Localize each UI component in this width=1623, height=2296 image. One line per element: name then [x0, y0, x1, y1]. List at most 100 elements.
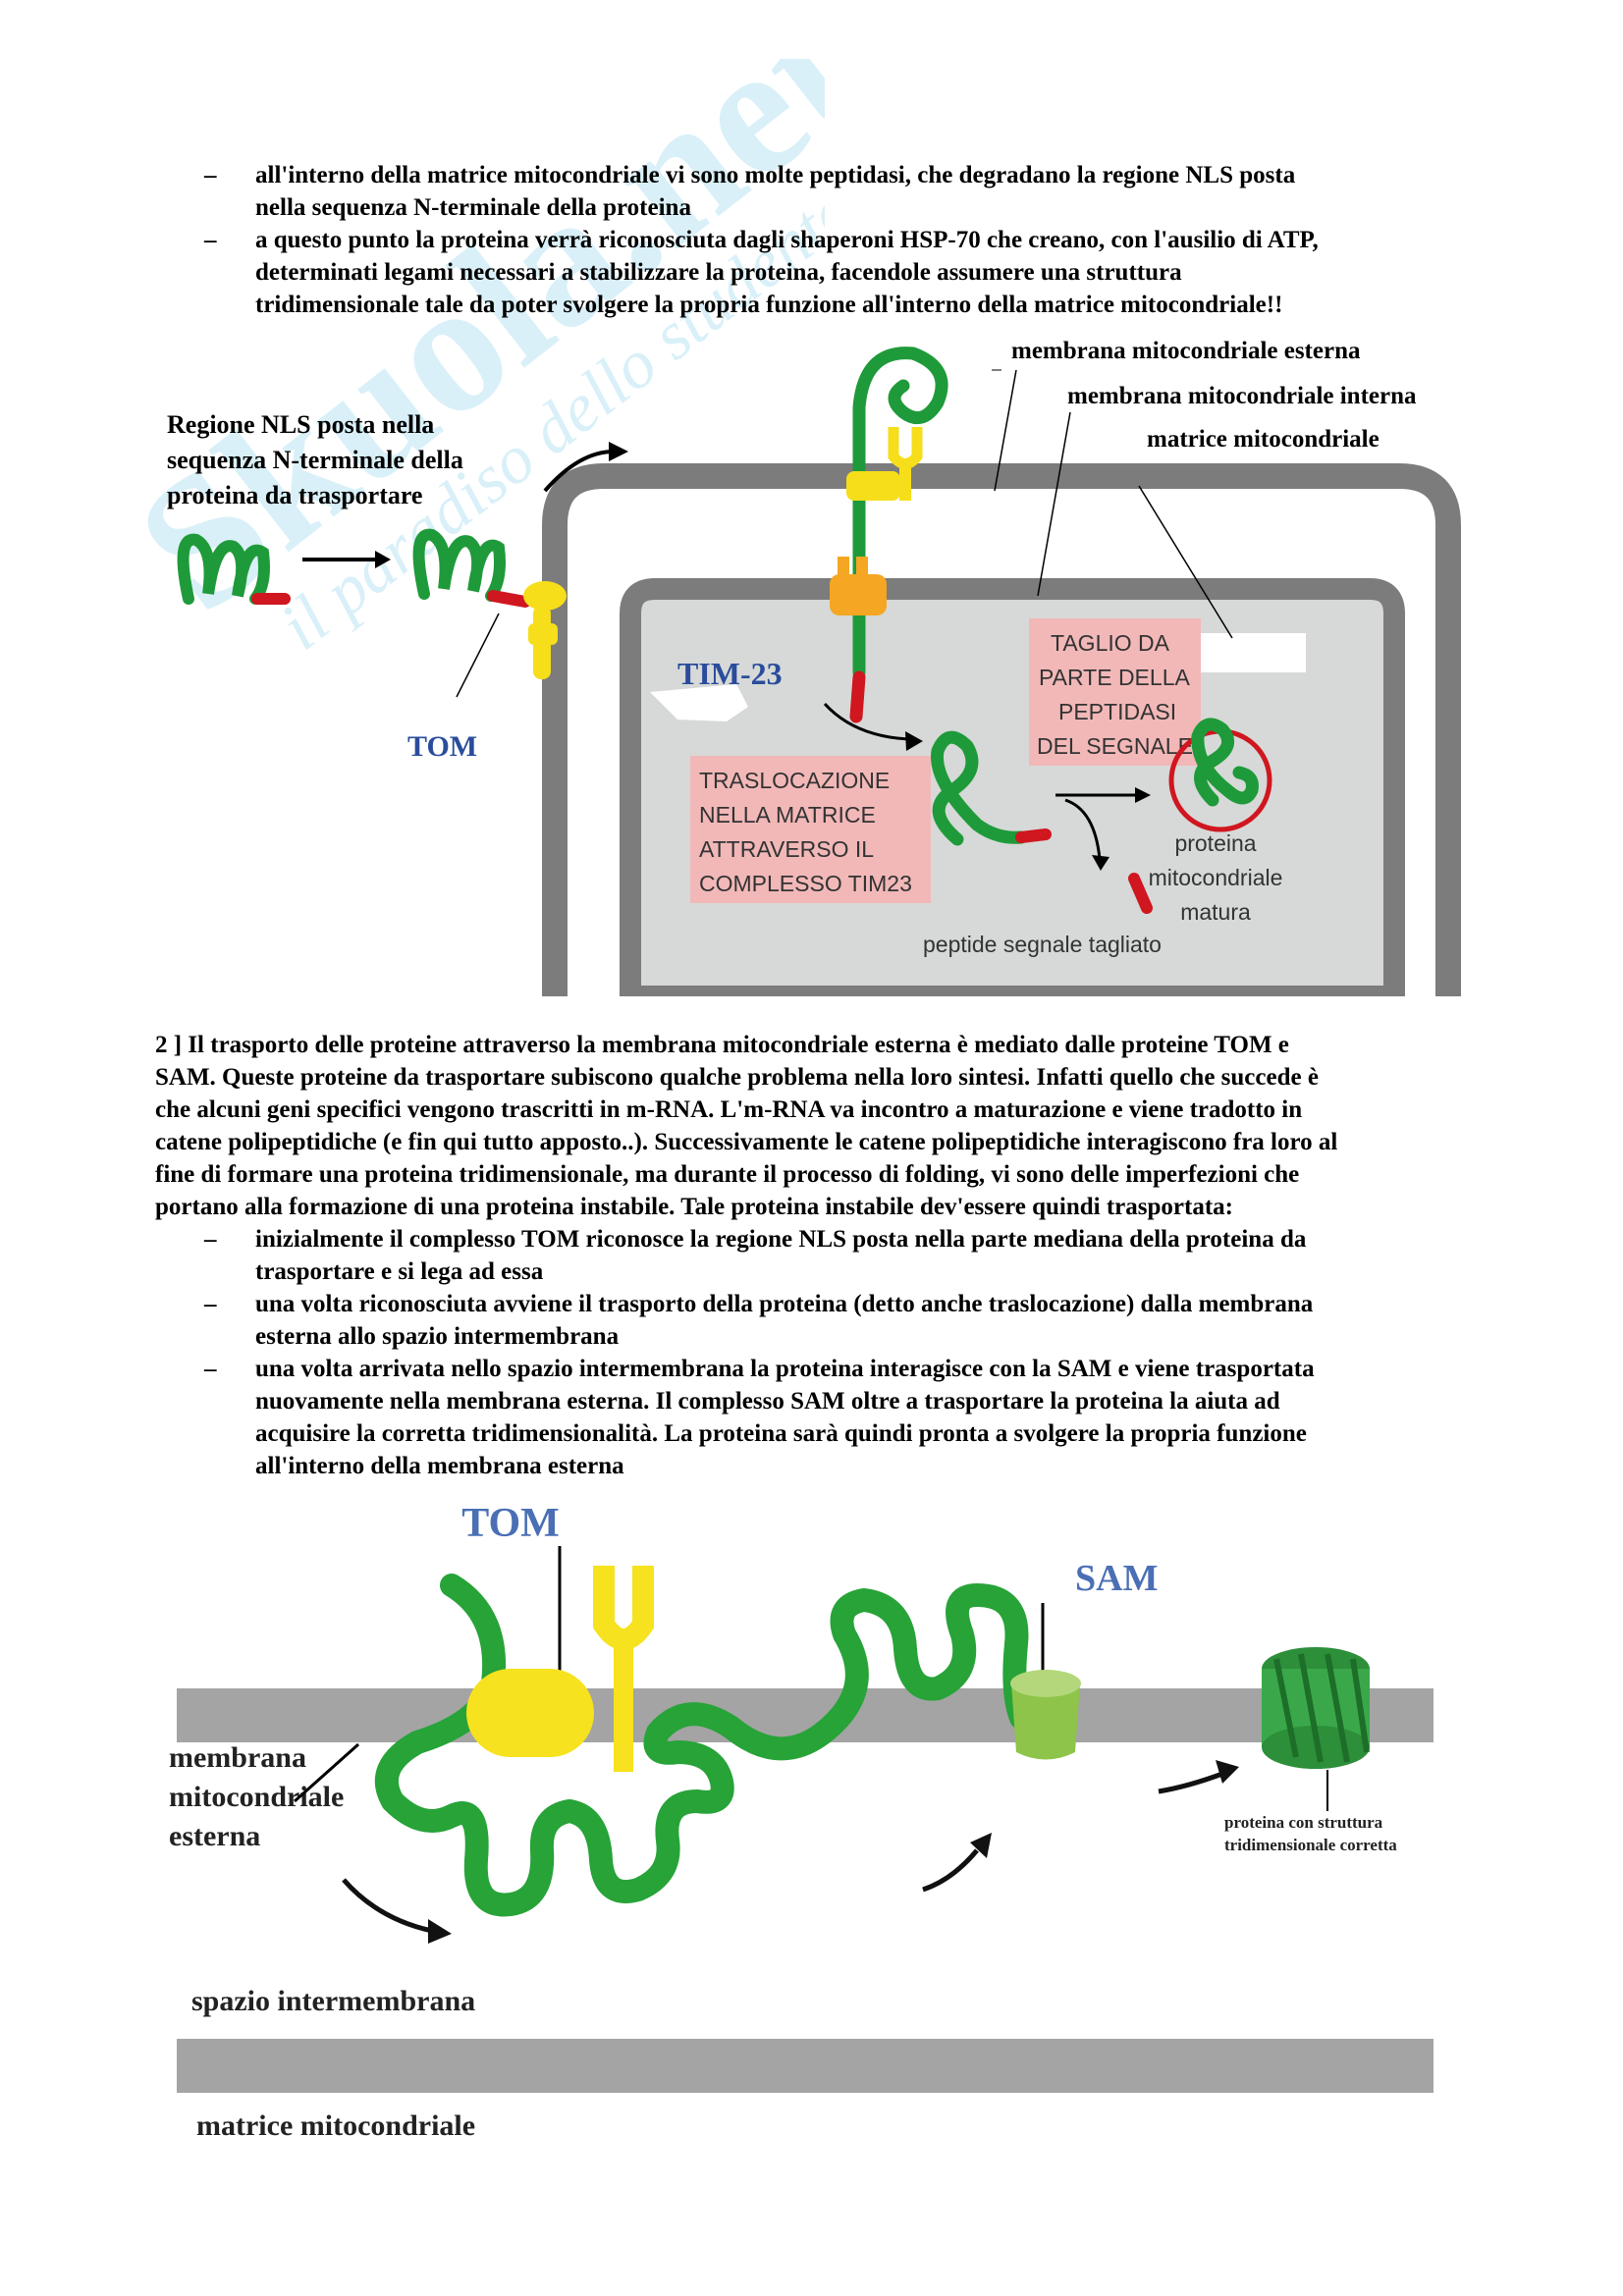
label-sam: SAM [1075, 1558, 1158, 1599]
folded-protein-barrel [1262, 1647, 1370, 1769]
leader-line [994, 369, 1017, 492]
tom-receptor-cross [528, 623, 558, 645]
label-nls-line-3: proteina da trasportare [167, 481, 422, 509]
label-outer-membrane-line-2: mitocondriale [169, 1781, 344, 1813]
text-line: catene polipeptidiche (e fin qui tutto a… [155, 1129, 1338, 1155]
text-line: trasportare e si lega ad essa [255, 1258, 544, 1285]
label-tom: TOM [461, 1501, 560, 1546]
arrow-head [970, 1833, 992, 1858]
label-matrix: matrice mitocondriale [1147, 426, 1380, 453]
arrow-head [428, 1919, 452, 1944]
arrow-curved [1158, 1771, 1223, 1794]
box-translocation-line-4: COMPLESSO TIM23 [699, 871, 912, 896]
label-outer-membrane-line-1: membrana [169, 1741, 306, 1774]
arrow-head [609, 442, 628, 461]
text-line: fine di formare una proteina tridimensio… [155, 1161, 1300, 1188]
tom-receptor-stalk [899, 461, 911, 501]
text-line: una volta riconosciuta avviene il traspo… [255, 1291, 1314, 1317]
bullet-dash: – [204, 1356, 217, 1382]
text-line: inizialmente il complesso TOM riconosce … [255, 1226, 1307, 1253]
bullet-dash: – [204, 227, 217, 253]
text-line: che alcuni geni specifici vengono trascr… [155, 1096, 1303, 1123]
arrow-head [375, 551, 391, 568]
box-cleavage-line-4: DEL SEGNALE [1037, 733, 1193, 759]
tim23-complex [830, 574, 887, 615]
box-translocation-line-2: NELLA MATRICE [699, 802, 876, 828]
label-mature-line-3: matura [1180, 899, 1251, 925]
label-intermembrane: spazio intermembrana [191, 1985, 475, 2017]
protein-mature [1191, 718, 1259, 807]
label-matrix: matrice mitocondriale [196, 2109, 475, 2142]
leader-line [456, 613, 500, 698]
cut-signal-peptide [1128, 873, 1153, 914]
arrow-curved [823, 702, 909, 741]
box-cleavage-line-2: PARTE DELLA [1039, 665, 1190, 690]
white-patch [1198, 633, 1306, 672]
arrow-curved [543, 450, 615, 493]
arrow-curved [342, 1878, 433, 1934]
tom-receptor-stalk [614, 1634, 633, 1772]
text-line: SAM. Queste proteine da trasportare subi… [155, 1064, 1319, 1091]
label-outer-membrane: membrana mitocondriale esterna [1011, 338, 1361, 364]
label-product-line-2: tridimensionale corretta [1224, 1836, 1397, 1854]
protein-chain [374, 1574, 1033, 1917]
label-inner-membrane: membrana mitocondriale interna [1067, 383, 1417, 409]
arrow-curved [922, 1848, 979, 1893]
label-mature-line-2: mitocondriale [1149, 865, 1283, 890]
box-cleavage [1029, 618, 1201, 766]
text-line: nuovamente nella membrana esterna. Il co… [255, 1388, 1280, 1415]
tim23-knob [856, 557, 868, 578]
box-translocation-line-3: ATTRAVERSO IL [699, 836, 874, 862]
arrow-head [1135, 787, 1151, 803]
text-line: 2 ] Il trasporto delle proteine attraver… [155, 1032, 1289, 1058]
label-product-line-1: proteina con struttura [1224, 1813, 1383, 1832]
text-line: nella sequenza N-terminale della protein… [255, 194, 691, 221]
tim23-knob [838, 557, 849, 578]
bullet-dash: – [204, 1291, 217, 1317]
protein-translocating [852, 347, 948, 679]
tom-receptor-fork [888, 427, 923, 469]
outer-membrane [542, 463, 1461, 996]
text-line: tridimensionale tale da poter svolgere l… [255, 292, 1283, 318]
text-line: all'interno della membrana esterna [255, 1453, 624, 1479]
label-tim23: TIM-23 [677, 656, 783, 691]
section-2-paragraph: 2 ] Il trasporto delle proteine attraver… [155, 1029, 1490, 1223]
signal-sequence [487, 590, 531, 608]
arrow-head [1216, 1760, 1239, 1784]
label-cut-peptide: peptide segnale tagliato [923, 932, 1162, 957]
protein-bound [412, 528, 506, 602]
protein-folded [931, 730, 1028, 846]
label-outer-membrane-line-3: esterna [169, 1820, 260, 1852]
text-line: acquisire la corretta tridimensionalità.… [255, 1420, 1307, 1447]
white-patch [650, 684, 748, 721]
figure-sam-pathway: TOM SAM membrana mitocondriale esterna s… [157, 1487, 1453, 2155]
inner-membrane-band [177, 2039, 1434, 2093]
arrow-head [905, 731, 923, 751]
text-line: all'interno della matrice mitocondriale … [255, 162, 1296, 188]
tom-receptor-fork [593, 1566, 654, 1650]
tom-complex [846, 471, 900, 501]
leader-line [294, 1742, 359, 1803]
box-cleavage-line-3: PEPTIDASI [1058, 699, 1176, 724]
leader-line [1037, 411, 1071, 597]
sam-complex-top [1010, 1670, 1081, 1697]
leader-line [1138, 485, 1233, 639]
label-nls-line-1: Regione NLS posta nella [167, 410, 434, 439]
figure-protein-import-tim23: membrana mitocondriale esterna membrana … [147, 329, 1473, 1007]
text-line: determinati legami necessari a stabilizz… [255, 259, 1182, 286]
signal-sequence [1015, 828, 1052, 843]
text-line: a questo punto la proteina verrà riconos… [255, 227, 1319, 253]
tom-receptor [523, 581, 567, 611]
text-line: esterna allo spazio intermembrana [255, 1323, 620, 1350]
sam-complex [1011, 1676, 1080, 1760]
text-line: una volta arrivata nello spazio intermem… [255, 1356, 1315, 1382]
label-mature-line-1: proteina [1174, 830, 1256, 856]
box-translocation-line-1: TRASLOCAZIONE [699, 768, 890, 793]
box-translocation [690, 756, 931, 903]
protein-unfolded [177, 533, 270, 605]
signal-sequence [849, 670, 866, 723]
bullet-dash: – [204, 1226, 217, 1253]
arrow-curved [1064, 798, 1102, 860]
bullet-dash: – [204, 162, 217, 188]
arrow-head [1092, 855, 1109, 871]
